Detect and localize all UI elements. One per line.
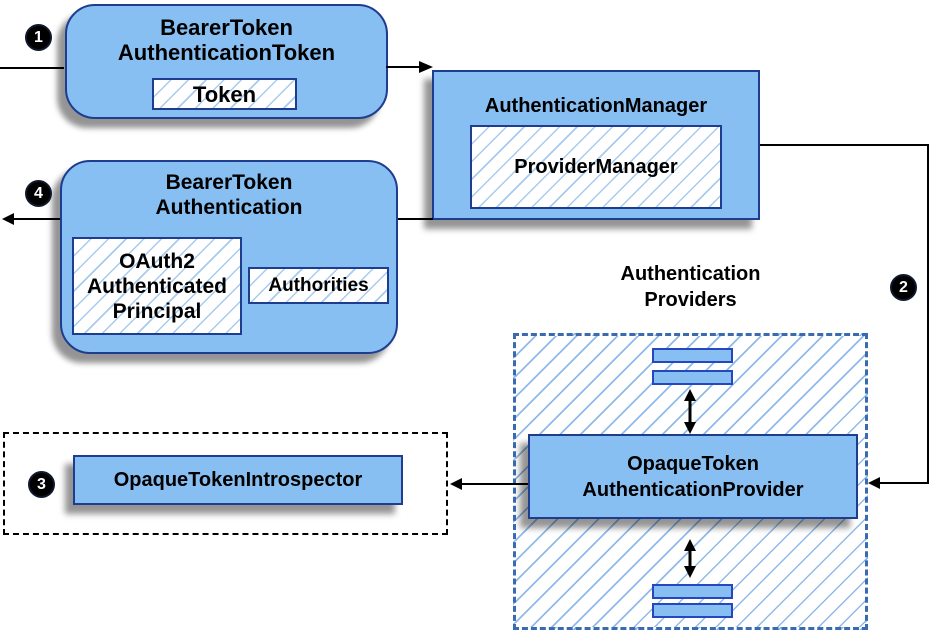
provider-manager-label: ProviderManager	[514, 156, 678, 178]
authentication-providers-title-line1: Authentication	[620, 263, 761, 285]
opaque-token-authentication-provider-box: OpaqueToken AuthenticationProvider	[528, 434, 858, 519]
opaque-token-authentication-provider-title-line2: AuthenticationProvider	[582, 478, 804, 501]
bearer-token-authentication-title-line1: BearerToken	[165, 171, 293, 194]
arrowhead-step4-out	[2, 213, 14, 225]
bearer-token-authentication-token-title-line1: BearerToken	[160, 15, 293, 40]
authentication-manager-box: AuthenticationManager ProviderManager	[432, 70, 760, 220]
step-1-badge: 1	[25, 24, 52, 51]
bearer-token-authentication-token-title-line2: AuthenticationToken	[117, 40, 336, 65]
opaque-token-introspector-box: OpaqueTokenIntrospector	[73, 455, 403, 505]
authorities-label: Authorities	[268, 274, 369, 296]
step-4-number: 4	[34, 184, 43, 202]
provider-stack-bar	[652, 584, 733, 599]
authentication-manager-title: AuthenticationManager	[484, 95, 708, 117]
principal-label-line1: OAuth2	[119, 249, 195, 273]
authentication-providers-title: Authentication Providers	[513, 261, 868, 313]
bearer-token-authentication-title-line2: Authentication	[155, 196, 303, 219]
oauth2-authenticated-principal-inner-box: OAuth2 Authenticated Principal	[72, 237, 242, 335]
opaque-token-introspector-title: OpaqueTokenIntrospector	[113, 469, 363, 491]
step-2-badge: 2	[890, 274, 917, 301]
arrowhead-into-authentication-manager	[419, 61, 433, 73]
provider-manager-inner-box: ProviderManager	[470, 125, 722, 209]
bearer-token-authentication-box: BearerToken Authentication OAuth2 Authen…	[60, 160, 398, 354]
token-label: Token	[192, 81, 257, 107]
provider-stack-bar	[652, 603, 733, 618]
provider-stack-bar	[652, 370, 733, 385]
authentication-providers-title-line2: Providers	[644, 289, 737, 311]
arrowhead-into-provider	[868, 477, 880, 489]
step-2-number: 2	[899, 278, 908, 296]
step-3-badge: 3	[28, 471, 55, 498]
token-inner-box: Token	[152, 78, 297, 110]
principal-label-line2: Authenticated	[86, 274, 227, 298]
bearer-token-authentication-token-box: BearerToken AuthenticationToken Token	[65, 4, 388, 119]
step-4-badge: 4	[25, 180, 52, 207]
opaque-token-authentication-provider-title-line1: OpaqueToken	[627, 452, 759, 475]
provider-stack-bar	[652, 348, 733, 363]
step-3-number: 3	[37, 475, 46, 493]
principal-label-line3: Principal	[112, 299, 202, 323]
step-1-number: 1	[34, 28, 43, 46]
arrowhead-into-introspector	[450, 478, 462, 490]
authorities-inner-box: Authorities	[248, 267, 389, 304]
